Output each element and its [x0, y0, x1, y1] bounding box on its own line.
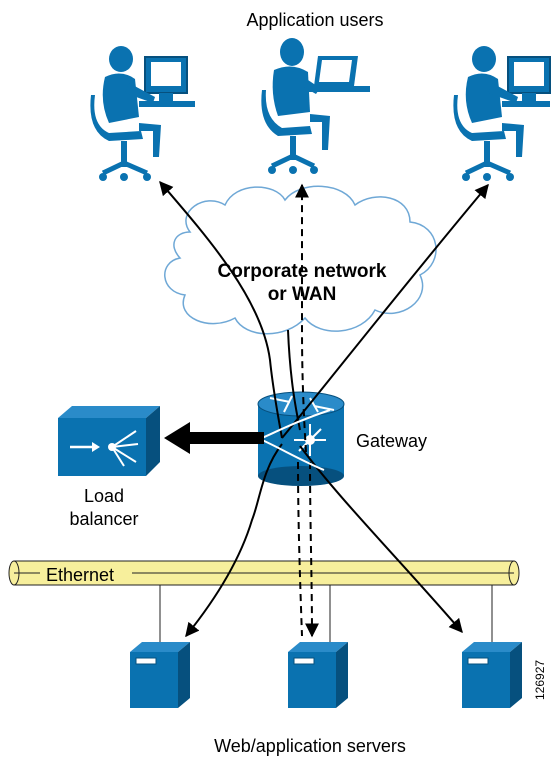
flow-to-user-right: [281, 183, 489, 439]
load-balancer-label-line2: balancer: [69, 509, 138, 529]
load-balancer-icon: [58, 406, 160, 476]
traffic-flows: [159, 180, 489, 638]
user-at-computer-icon: [261, 38, 370, 174]
users-caption: Application users: [246, 10, 383, 30]
user-at-computer-icon: [90, 46, 195, 181]
load-balancer: [58, 406, 160, 476]
network-cloud: [164, 185, 437, 335]
ethernet-label: Ethernet: [46, 565, 114, 585]
flow-cloud-into-gateway: [287, 329, 301, 431]
user-at-computer-icon: [453, 46, 551, 181]
server-right: [462, 642, 522, 708]
server-tower-icon: [288, 642, 348, 708]
server-tower-icon: [130, 642, 190, 708]
gateway: [257, 391, 345, 486]
server-center: [288, 642, 348, 708]
flow-to-user-center: [295, 183, 309, 453]
server-left: [130, 642, 190, 708]
figure-id: 126927: [533, 660, 547, 700]
user-icon-right: [453, 46, 551, 181]
flow-to-server-left: [185, 443, 283, 638]
user-icon-left: [90, 46, 195, 181]
flow-to-load-balancer: [164, 422, 264, 454]
router-icon: [257, 391, 345, 486]
flow-to-server-center: [304, 461, 319, 638]
gateway-label: Gateway: [356, 431, 427, 451]
user-icon-center: [261, 38, 370, 174]
server-tower-icon: [462, 642, 522, 708]
load-balancer-label-line1: Load: [84, 486, 124, 506]
servers-caption: Web/application servers: [214, 736, 406, 756]
flow-to-user-left: [159, 180, 283, 439]
